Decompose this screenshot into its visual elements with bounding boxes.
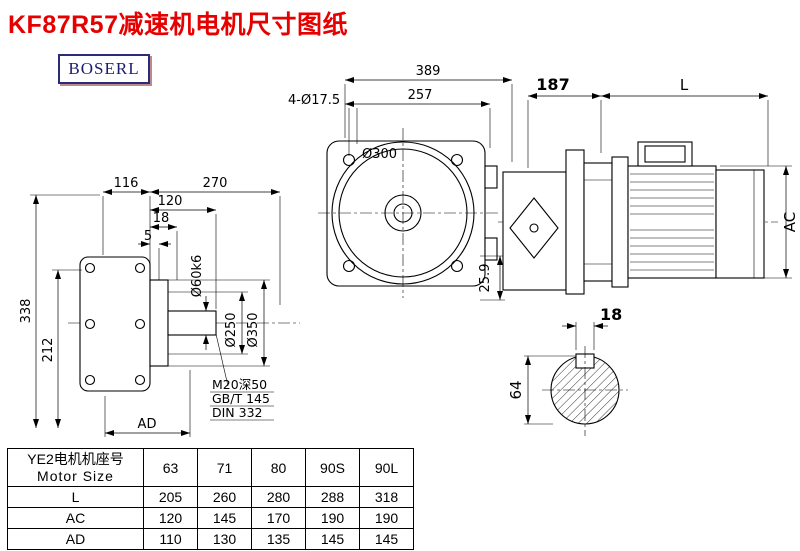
dim-motor-ac-label: AC xyxy=(781,212,799,232)
shaft-end-view: 18 64 xyxy=(507,305,628,436)
dim-motor-offset-label: 187 xyxy=(536,75,569,94)
front-view: 4-Ø17.5 Ø300 389 257 25.9 xyxy=(288,64,513,301)
holes-count-label: 4-Ø17.5 xyxy=(288,93,340,108)
table-cell: 205 xyxy=(143,486,198,508)
dim-flange-width-label: 257 xyxy=(408,88,433,103)
tap-note-gbt: GB/T 145 xyxy=(212,391,270,406)
row-label-AD: AD xyxy=(7,528,144,550)
size-80: 80 xyxy=(251,448,306,487)
table-cell: 190 xyxy=(305,507,360,529)
table-row-L: L 205 260 280 288 318 xyxy=(7,486,414,508)
dim-motor-length-label: L xyxy=(680,76,689,94)
brand-logo-text: BOSERL xyxy=(68,59,140,78)
technical-drawing: 4-Ø17.5 Ø300 389 257 25.9 xyxy=(19,64,799,437)
table-row-AC: AC 120 145 170 190 190 xyxy=(7,507,414,529)
table-header-en: Motor Size xyxy=(37,467,114,484)
dim-338-label: 338 xyxy=(19,299,34,324)
row-label-L: L xyxy=(7,486,144,508)
table-row-AD: AD 110 130 135 145 145 xyxy=(7,528,414,550)
motor-size-table: YE2电机机座号 Motor Size 63 71 80 90S 90L L 2… xyxy=(7,448,414,550)
size-90s: 90S xyxy=(305,448,360,487)
table-cell: 135 xyxy=(251,528,306,550)
dim-spigot-dia-label: Ø250 xyxy=(224,312,239,347)
dim-total-width-label: 389 xyxy=(416,64,441,79)
tap-note-m20: M20深50 xyxy=(212,377,267,392)
table-cell: 280 xyxy=(251,486,306,508)
dim-shaft-end-dia-label: 64 xyxy=(507,380,525,399)
dim-116-label: 116 xyxy=(114,176,139,191)
dim-5-label: 5 xyxy=(144,229,152,244)
dim-ad-label: AD xyxy=(138,417,157,432)
dim-depth-label: 25.9 xyxy=(478,264,493,293)
table-cell: 288 xyxy=(305,486,360,508)
table-cell: 145 xyxy=(305,528,360,550)
table-cell: 120 xyxy=(143,507,198,529)
table-cell: 145 xyxy=(359,528,414,550)
table-cell: 130 xyxy=(197,528,252,550)
dim-212-label: 212 xyxy=(41,338,56,363)
row-label-AC: AC xyxy=(7,507,144,529)
table-cell: 110 xyxy=(143,528,198,550)
table-cell: 190 xyxy=(359,507,414,529)
table-header-row: YE2电机机座号 Motor Size 63 71 80 90S 90L xyxy=(7,448,414,487)
dim-120-label: 120 xyxy=(158,194,183,209)
dim-shaft-dia-label: Ø60k6 xyxy=(190,255,205,298)
table-header-cell: YE2电机机座号 Motor Size xyxy=(7,448,144,487)
dim-key-width-label: 18 xyxy=(600,305,622,324)
size-90l: 90L xyxy=(359,448,414,487)
size-71: 71 xyxy=(197,448,252,487)
table-cell: 318 xyxy=(359,486,414,508)
dim-18-label: 18 xyxy=(153,211,170,226)
size-63: 63 xyxy=(143,448,198,487)
table-cell: 145 xyxy=(197,507,252,529)
dim-flange350-label: Ø350 xyxy=(246,312,261,347)
table-cell: 170 xyxy=(251,507,306,529)
tap-note-din: DIN 332 xyxy=(212,405,263,420)
brand-logo: BOSERL xyxy=(58,54,150,84)
dim-270-label: 270 xyxy=(203,176,228,191)
output-side-view: 116 270 120 18 5 338 212 AD Ø60k6 Ø250 Ø… xyxy=(19,176,300,437)
motor-side-view: 187 L AC xyxy=(498,75,799,295)
flange-diameter-label: Ø300 xyxy=(362,147,397,162)
table-header-cn: YE2电机机座号 xyxy=(27,450,124,467)
page-title: KF87R57减速机电机尺寸图纸 xyxy=(8,11,348,39)
table-cell: 260 xyxy=(197,486,252,508)
